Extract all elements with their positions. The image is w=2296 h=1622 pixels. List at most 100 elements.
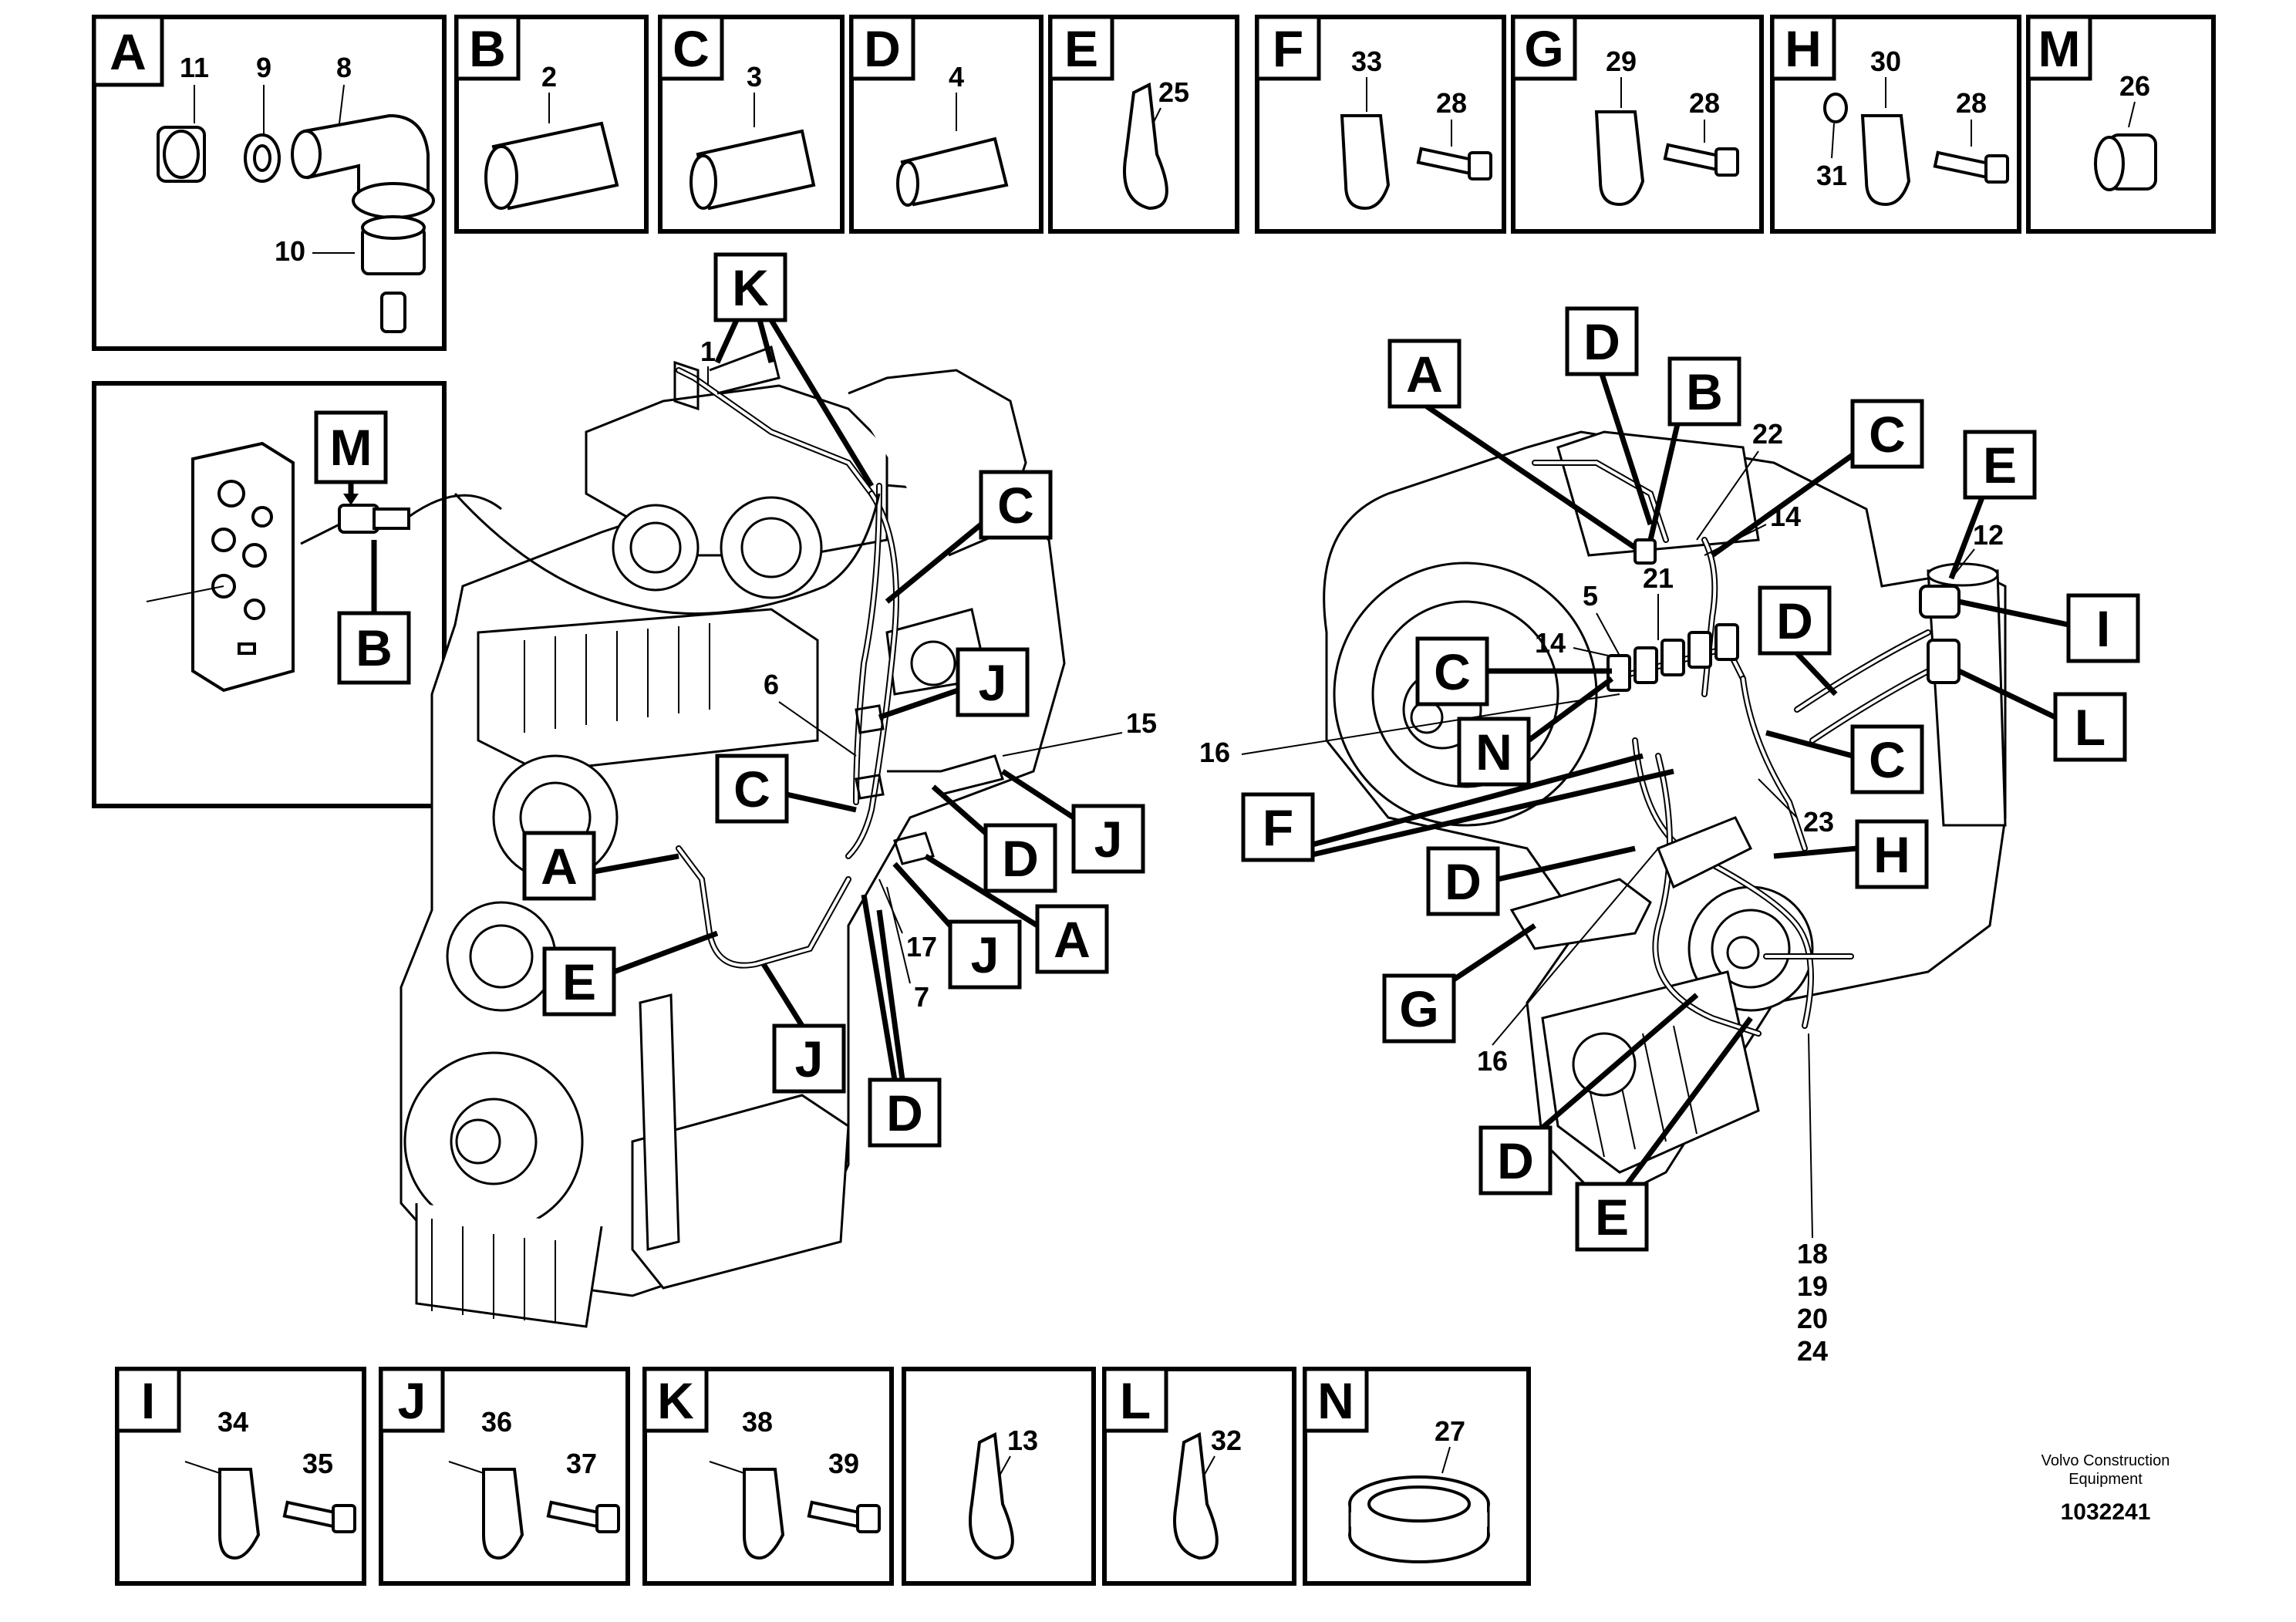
panel-j: J 36 37 <box>379 1367 630 1586</box>
part-number: 19 <box>1797 1270 1828 1302</box>
bolt-drawing <box>1933 150 2009 184</box>
panel-l: L 32 <box>1102 1367 1296 1586</box>
part-number: 18 <box>1797 1238 1828 1270</box>
panel-e-letter: E <box>1064 20 1098 77</box>
tag-n: N <box>1457 676 1614 787</box>
clamp-drawing <box>1340 114 1391 211</box>
tag-letter: D <box>886 1084 923 1141</box>
part-number: 16 <box>1199 737 1230 768</box>
panel-k: K 38 39 <box>642 1367 894 1586</box>
company-name-line1: Volvo Construction <box>2041 1452 2170 1469</box>
part-number: 4 <box>949 61 964 93</box>
tag-c: C <box>1415 636 1612 706</box>
nut-drawing <box>2094 133 2157 191</box>
corrugated-hose-drawing <box>484 121 619 211</box>
tag-letter: K <box>732 259 769 316</box>
clamp-drawing <box>1594 110 1645 207</box>
panel-j-letter: J <box>398 1372 426 1429</box>
tag-b <box>337 611 411 685</box>
clamp-drawing <box>1860 114 1911 207</box>
panel-i-letter: I <box>141 1372 155 1429</box>
tag-e: E <box>542 930 719 1017</box>
tag-letter: N <box>1475 723 1512 781</box>
seal-ring-drawing <box>244 85 281 183</box>
tag-letter: E <box>562 953 596 1010</box>
part-number: 5 <box>1583 580 1598 612</box>
cap-drawing <box>312 215 426 333</box>
tag-letter: G <box>1399 980 1438 1037</box>
panel-cable-tie: 13 <box>902 1367 1096 1586</box>
tag-j: J <box>0 0 29 11</box>
tag-letter: C <box>997 477 1034 534</box>
tag-letter: D <box>1583 313 1620 370</box>
panel-b-letter: B <box>469 20 506 77</box>
part-number: 22 <box>1752 418 1783 450</box>
part-number: 13 <box>1007 1425 1038 1456</box>
tag-d: D <box>1758 585 1838 696</box>
tag-a: A <box>1387 339 1637 550</box>
panel-b: B 2 <box>454 15 649 234</box>
tag-c: C <box>715 754 857 824</box>
tag-letter: D <box>1002 830 1039 887</box>
tag-letter: D <box>1497 1132 1534 1189</box>
part-number: 9 <box>256 52 271 83</box>
connector-nut-drawing <box>338 504 410 534</box>
connector-detail-panel: M B <box>92 381 502 808</box>
part-number: 36 <box>481 1406 512 1438</box>
tag-j: J <box>1001 769 1145 874</box>
part-number: 17 <box>906 931 937 963</box>
ring-nut-drawing <box>1348 1475 1490 1563</box>
panel-h-letter: H <box>1785 20 1822 77</box>
part-number: 7 <box>914 981 929 1013</box>
panel-k-letter: K <box>657 1372 694 1429</box>
part-number: 32 <box>1211 1425 1242 1456</box>
panel-d: D 4 <box>849 15 1043 234</box>
panel-a: A 11 9 8 10 <box>92 15 447 351</box>
panel-l-letter: L <box>1120 1372 1151 1429</box>
part-number: 12 <box>1973 519 2004 551</box>
tag-l: L <box>1957 668 2127 762</box>
connector-plate-drawing <box>191 441 295 693</box>
tag-f: F <box>1241 753 1674 862</box>
panel-d-letter: D <box>864 20 901 77</box>
part-number: 37 <box>566 1448 597 1479</box>
tag-letter: C <box>733 760 770 818</box>
part-number: 30 <box>1870 46 1901 77</box>
tag-letter: A <box>541 838 578 895</box>
washer-drawing <box>1823 93 1848 159</box>
panel-c-letter: C <box>673 20 710 77</box>
bolt-drawing <box>1416 147 1492 180</box>
tag-letter: L <box>2075 699 2106 756</box>
part-number: 31 <box>1816 160 1847 191</box>
tag-d: D <box>861 894 942 1148</box>
part-number: 38 <box>742 1406 773 1438</box>
tag-letter: A <box>1406 346 1443 403</box>
tag-letter: J <box>795 1030 824 1088</box>
tag-j: J <box>761 963 846 1094</box>
tag-letter: H <box>1873 826 1910 883</box>
panel-g: G 29 28 <box>1511 15 1764 234</box>
tag-d: D <box>931 784 1057 893</box>
left-transmission-view: 1 6 15 17 7 K C J C <box>0 0 1157 1328</box>
tag-letter: A <box>1054 911 1091 968</box>
part-number: 28 <box>1689 87 1720 119</box>
panel-g-letter: G <box>1524 20 1563 77</box>
part-number: 2 <box>541 61 557 93</box>
part-number: 16 <box>1477 1045 1508 1077</box>
tag-letter: J <box>979 654 1007 711</box>
part-number: 20 <box>1797 1303 1828 1334</box>
tag-letter: C <box>1869 406 1906 463</box>
corrugated-hose-drawing <box>689 129 816 211</box>
tag-letter: J <box>971 926 1000 983</box>
panel-n: N 27 <box>1303 1367 1531 1586</box>
tag-letter: M <box>330 419 373 476</box>
tag-d: D <box>1565 306 1654 526</box>
tag-a: A <box>924 854 1109 974</box>
part-number: 10 <box>275 235 305 267</box>
connector-plug-drawing <box>157 85 206 183</box>
tag-c: C <box>1710 399 1924 558</box>
part-number: 21 <box>1643 562 1674 594</box>
part-number: 6 <box>764 669 779 700</box>
tag-letter: D <box>1776 592 1813 649</box>
